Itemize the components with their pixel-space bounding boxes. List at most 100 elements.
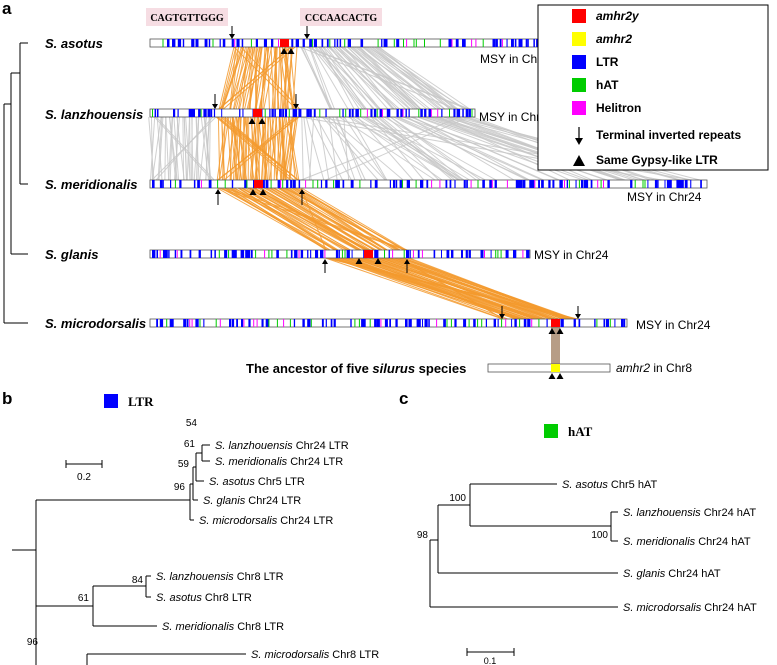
tir-arrow-lanzhouensis-left: [212, 94, 218, 109]
tir-arrow-asotus-left: [229, 26, 235, 39]
tir-arrow-glanis-left: [322, 259, 328, 273]
ltr-triangle-lanzhouensis-2: [258, 118, 266, 124]
chromosome-markers: [212, 26, 581, 379]
chromosome-meridionalis: [149, 179, 708, 189]
panel-b-tree: S. lanzhouensis Chr24 LTR S. meridionalis…: [12, 418, 379, 665]
panel-c-legend-swatch: [544, 424, 558, 438]
panel-b-legend-label: LTR: [128, 394, 154, 409]
panel-b-leaf-0: S. lanzhouensis Chr24 LTR: [215, 440, 349, 452]
chromosome-microdorsalis: [149, 318, 628, 328]
species-label-glanis: S. glanis: [45, 247, 98, 262]
panel-c-leaf-2: S. meridionalis Chr24 hAT: [623, 536, 751, 548]
panel-a-label: a: [2, 0, 12, 18]
synteny-links: [148, 46, 700, 366]
panel-c-tree: S. asotus Chr5 hAT S. lanzhouensis Chr24 …: [417, 479, 757, 614]
panel-b-leaf-4: S. microdorsalis Chr24 LTR: [199, 515, 333, 527]
links-lanzhouensis-meridionalis-grey-left: [148, 116, 217, 181]
panel-b-leaf-6: S. asotus Chr8 LTR: [156, 592, 252, 604]
ltr-triangle-asotus-2: [287, 48, 295, 54]
panel-b-scalebar: [65, 460, 103, 468]
amhr2y-gene-asotus: [280, 39, 289, 47]
panel-b-bootstrap-0: 54: [186, 418, 198, 429]
ltr-triangle-ancestor-2: [556, 373, 564, 379]
chromosome-ancestor: [487, 363, 611, 373]
tir-left-box: [146, 8, 228, 26]
ltr-triangle-microdorsalis-1: [548, 328, 556, 334]
ancestor-label: The ancestor of five silurus species: [246, 361, 466, 376]
panel-b-bootstrap-4: 84: [132, 575, 144, 586]
panel-b-scale-value: 0.2: [77, 472, 91, 483]
panel-b-bootstrap-5: 61: [78, 593, 90, 604]
species-label-lanzhouensis: S. lanzhouensis: [45, 107, 143, 122]
links-asotus-lanzhouensis-orange: [218, 46, 301, 110]
panel-b-bootstrap-3: 96: [174, 482, 186, 493]
amhr2y-gene-glanis: [364, 250, 373, 258]
panel-b-legend-swatch: [104, 394, 118, 408]
tir-arrow-glanis-right: [404, 259, 410, 273]
ancestor-link: [551, 327, 560, 366]
panel-b-leaf-1: S. meridionalis Chr24 LTR: [215, 456, 343, 468]
panel-c-leaf-1: S. lanzhouensis Chr24 hAT: [623, 507, 756, 519]
ltr-triangle-asotus-1: [280, 48, 288, 54]
panel-c-scale-value: 0.1: [484, 656, 497, 665]
chromosome-glanis: [149, 249, 531, 259]
ancestor-chr-label: amhr2 in Chr8: [616, 361, 692, 375]
chromosome-bars: [149, 38, 708, 373]
panel-b-bootstrap-6: 96: [27, 637, 39, 648]
legend-label-hat: hAT: [596, 78, 619, 92]
panel-c-leaf-4: S. microdorsalis Chr24 hAT: [623, 602, 757, 614]
msy-label-asotus: MSY in Chr5: [480, 52, 548, 66]
legend-swatch-hat: [572, 78, 586, 92]
panel-c-bootstrap-2: 98: [417, 530, 429, 541]
ltr-triangle-lanzhouensis-1: [248, 118, 256, 124]
legend-label-gypsy-ltr: Same Gypsy-like LTR: [596, 153, 718, 167]
panel-b-leaf-3: S. glanis Chr24 LTR: [203, 495, 301, 507]
amhr2y-gene-meridionalis: [254, 180, 263, 188]
links-glanis-microdorsalis-orange: [325, 257, 578, 320]
amhr2-gene-ancestor: [551, 364, 560, 372]
msy-label-lanzhouensis: MSY in Chr24: [479, 110, 554, 124]
panel-b-leaf-7: S. meridionalis Chr8 LTR: [162, 621, 284, 633]
legend-label-amhr2y: amhr2y: [596, 9, 640, 23]
panel-a-tree: [3, 42, 28, 324]
links-meridionalis-glanis-orange: [216, 187, 408, 251]
legend-label-amhr2: amhr2: [596, 32, 632, 46]
legend-swatch-amhr2y: [572, 9, 586, 23]
panel-c-scalebar: [466, 648, 515, 656]
amhr2y-gene-microdorsalis: [551, 319, 560, 327]
msy-label-glanis: MSY in Chr24: [534, 248, 609, 262]
species-label-asotus: S. asotus: [45, 36, 103, 51]
ltr-triangle-meridionalis-1: [249, 189, 257, 195]
legend-label-helitron: Helitron: [596, 101, 641, 115]
panel-b-bootstrap-1: 61: [184, 439, 196, 450]
tir-arrow-asotus-right: [304, 26, 310, 39]
msy-label-meridionalis: MSY in Chr24: [627, 190, 702, 204]
panel-b-leaf-5: S. lanzhouensis Chr8 LTR: [156, 571, 284, 583]
panel-b-label: b: [2, 389, 12, 408]
tir-right-sequence: CCCAACACTG: [305, 13, 377, 24]
ltr-triangle-meridionalis-2: [259, 189, 267, 195]
tir-arrow-meridionalis-left: [215, 189, 221, 205]
legend-label-tir: Terminal inverted repeats: [596, 128, 741, 142]
tir-right-box: [300, 8, 382, 26]
ltr-triangle-glanis-2: [374, 258, 382, 264]
panel-c-leaf-0: S. asotus Chr5 hAT: [562, 479, 657, 491]
msy-label-microdorsalis: MSY in Chr24: [636, 318, 711, 332]
ltr-triangle-glanis-1: [355, 258, 363, 264]
ltr-triangle-microdorsalis-2: [556, 328, 564, 334]
links-lanzhouensis-meridionalis-orange: [215, 116, 300, 181]
tir-arrow-microdorsalis-right: [575, 306, 581, 319]
species-label-meridionalis: S. meridionalis: [45, 177, 137, 192]
panel-c-bootstrap-0: 100: [449, 493, 466, 504]
arrow-down-icon: [575, 127, 583, 145]
species-label-microdorsalis: S. microdorsalis: [45, 316, 146, 331]
panel-b-leaf-2: S. asotus Chr5 LTR: [209, 476, 305, 488]
triangle-icon: [573, 155, 585, 166]
tir-arrow-microdorsalis-left: [499, 306, 505, 319]
panel-c-legend-label: hAT: [568, 424, 593, 439]
tir-arrow-meridionalis-right: [299, 189, 305, 205]
ltr-triangle-ancestor-1: [548, 373, 556, 379]
panel-b-leaf-8: S. microdorsalis Chr8 LTR: [251, 649, 379, 661]
panel-c-leaf-3: S. glanis Chr24 hAT: [623, 568, 721, 580]
